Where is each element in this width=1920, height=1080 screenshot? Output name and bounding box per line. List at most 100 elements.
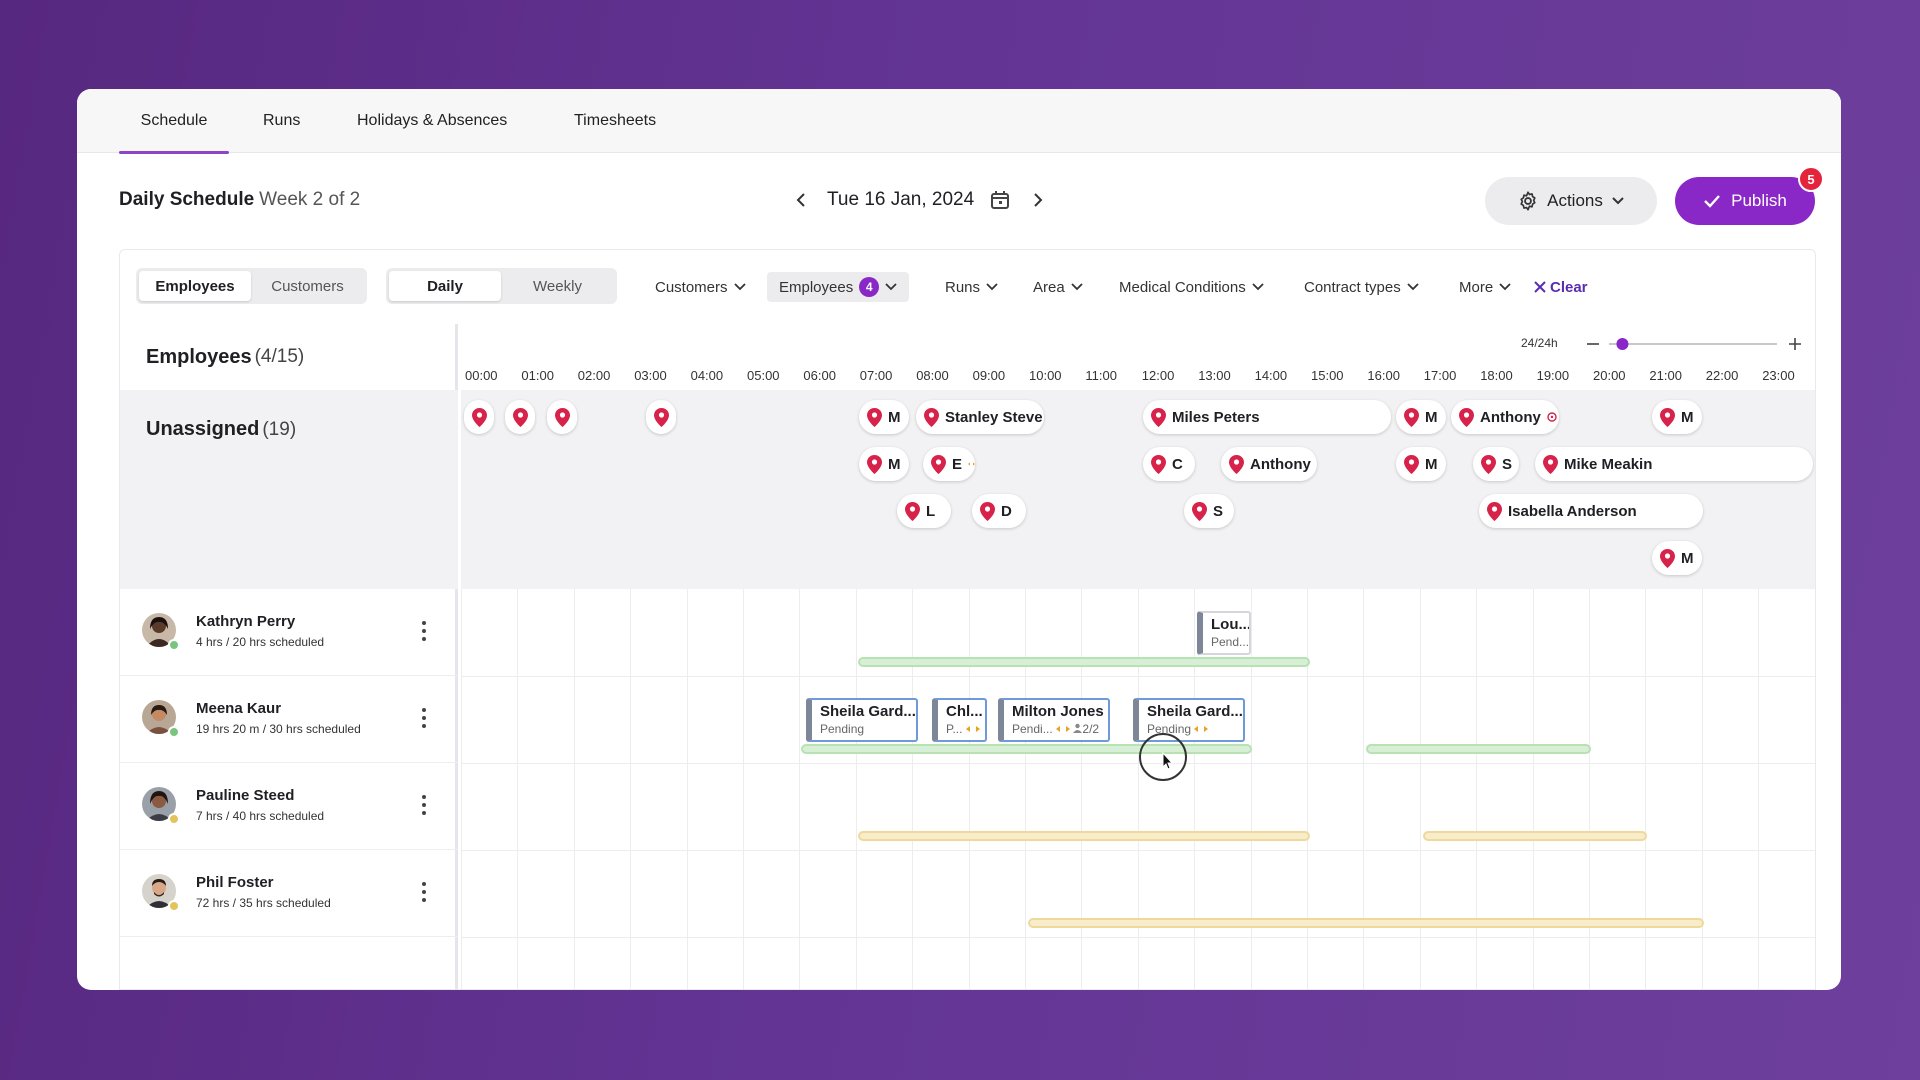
filter-medical-conditions[interactable]: Medical Conditions — [1119, 272, 1264, 302]
unassigned-visit[interactable] — [505, 400, 535, 434]
hour-gridline — [1532, 589, 1534, 989]
unassigned-visit[interactable]: E — [923, 447, 975, 481]
unassigned-visit[interactable]: M — [1396, 400, 1446, 434]
check-icon — [1704, 195, 1721, 208]
employee-menu-button[interactable] — [414, 791, 434, 819]
shift-block[interactable]: Lou...Pend... — [1197, 611, 1251, 655]
filter-contract-types[interactable]: Contract types — [1304, 272, 1419, 302]
toggle-daily[interactable]: Daily — [389, 271, 501, 301]
visit-label: Anthony — [1480, 408, 1541, 426]
chevron-down-icon — [1252, 283, 1264, 291]
unassigned-visit[interactable]: Isabella Anderson — [1479, 494, 1703, 528]
hour-label: 12:00 — [1141, 368, 1175, 383]
map-pin-icon — [1404, 454, 1419, 474]
person-icon — [1073, 723, 1083, 733]
hour-label: 06:00 — [803, 368, 836, 383]
kebab-dot — [422, 716, 426, 720]
hour-label: 05:00 — [747, 368, 780, 383]
unassigned-visit[interactable]: D — [972, 494, 1026, 528]
unassigned-visit[interactable] — [547, 400, 577, 434]
unassigned-visit[interactable]: C — [1143, 447, 1195, 481]
unassigned-visit[interactable] — [646, 400, 676, 434]
calendar-button[interactable] — [988, 188, 1012, 212]
filter-area[interactable]: Area — [1033, 272, 1083, 302]
filter-employees-label: Employees — [779, 278, 854, 296]
hour-label: 16:00 — [1367, 368, 1400, 383]
unassigned-visit[interactable] — [464, 400, 494, 434]
employee-name[interactable]: Phil Foster — [196, 874, 274, 891]
map-pin-icon — [1459, 407, 1474, 427]
chevron-down-icon — [986, 283, 998, 291]
filter-more[interactable]: More — [1459, 272, 1511, 302]
unassigned-header: Unassigned(19) — [120, 390, 458, 589]
map-pin-icon — [980, 501, 995, 521]
employee-row[interactable]: Pauline Steed 7 hrs / 40 hrs scheduled — [120, 763, 458, 850]
current-date: Tue 16 Jan, 2024 — [827, 189, 975, 210]
tab-holidays-absences[interactable]: Holidays & Absences — [357, 112, 508, 129]
close-icon — [1534, 281, 1546, 293]
hour-gridline — [1025, 589, 1026, 989]
map-pin-icon — [1229, 454, 1244, 474]
employee-name[interactable]: Meena Kaur — [196, 700, 282, 717]
shift-status-text: P... — [946, 722, 963, 736]
unassigned-visit[interactable]: M — [1396, 447, 1446, 481]
kebab-dot — [422, 882, 426, 886]
tab-runs[interactable]: Runs — [263, 112, 301, 129]
unassigned-visit[interactable]: Mike Meakin — [1535, 447, 1813, 481]
employees-count: (4/15) — [254, 346, 305, 367]
actions-button[interactable]: Actions — [1485, 177, 1657, 225]
tab-schedule[interactable]: Schedule — [119, 89, 229, 154]
toggle-weekly[interactable]: Weekly — [533, 277, 582, 295]
shift-block[interactable]: Sheila Gard...Pending — [806, 698, 918, 742]
unassigned-visit[interactable]: Miles Peters — [1143, 400, 1391, 434]
filter-runs[interactable]: Runs — [945, 272, 998, 302]
toggle-customers[interactable]: Customers — [271, 277, 344, 295]
unassigned-count: (19) — [262, 419, 297, 440]
next-day-button[interactable] — [1026, 188, 1050, 212]
prev-day-button[interactable] — [789, 188, 813, 212]
map-pin-icon — [1481, 454, 1496, 474]
hour-gridline — [912, 589, 914, 989]
unassigned-visit[interactable]: M — [859, 447, 909, 481]
filter-contract-label: Contract types — [1304, 278, 1401, 296]
employee-row[interactable]: Meena Kaur 19 hrs 20 m / 30 hrs schedule… — [120, 676, 458, 763]
unassigned-visit[interactable]: S — [1184, 494, 1234, 528]
hour-gridline — [799, 589, 801, 989]
employee-row[interactable]: Kathryn Perry 4 hrs / 20 hrs scheduled — [120, 589, 458, 676]
unassigned-visit[interactable]: Stanley Steve — [916, 400, 1044, 434]
clear-filters-button[interactable]: Clear — [1534, 272, 1588, 302]
employee-row[interactable]: Phil Foster 72 hrs / 35 hrs scheduled — [120, 850, 458, 937]
kebab-dot — [422, 708, 426, 712]
unassigned-visit[interactable]: Anthony — [1221, 447, 1317, 481]
map-pin-icon — [924, 407, 939, 427]
toggle-employees[interactable]: Employees — [139, 271, 251, 301]
employee-menu-button[interactable] — [414, 704, 434, 732]
employee-menu-button[interactable] — [414, 617, 434, 645]
chevron-right-icon — [1034, 193, 1043, 207]
publish-button[interactable]: Publish — [1675, 177, 1815, 225]
unassigned-visit[interactable]: L — [897, 494, 951, 528]
employee-name[interactable]: Kathryn Perry — [196, 613, 296, 630]
unassigned-visit[interactable]: S — [1473, 447, 1519, 481]
unassigned-visit[interactable]: M — [859, 400, 909, 434]
tab-timesheets[interactable]: Timesheets — [574, 112, 657, 129]
availability-bar — [858, 831, 1310, 841]
unassigned-visit[interactable]: M — [1652, 400, 1702, 434]
unassigned-visit[interactable]: M — [1652, 541, 1702, 575]
filter-customers-label: Customers — [655, 278, 728, 296]
unassigned-visit[interactable]: Anthony — [1451, 400, 1559, 434]
calendar-icon — [991, 191, 1010, 209]
employee-name[interactable]: Pauline Steed — [196, 787, 295, 804]
shift-block[interactable]: Chl...P... — [932, 698, 987, 742]
employee-menu-button[interactable] — [414, 878, 434, 906]
shift-status: Pending — [1147, 722, 1243, 736]
filter-customers[interactable]: Customers — [655, 272, 746, 302]
employee-hours: 72 hrs / 35 hrs scheduled — [196, 896, 331, 910]
shift-status: P... — [946, 722, 985, 736]
map-pin-icon — [472, 407, 487, 427]
chevron-down-icon — [1407, 283, 1419, 291]
kebab-dot — [422, 629, 426, 633]
